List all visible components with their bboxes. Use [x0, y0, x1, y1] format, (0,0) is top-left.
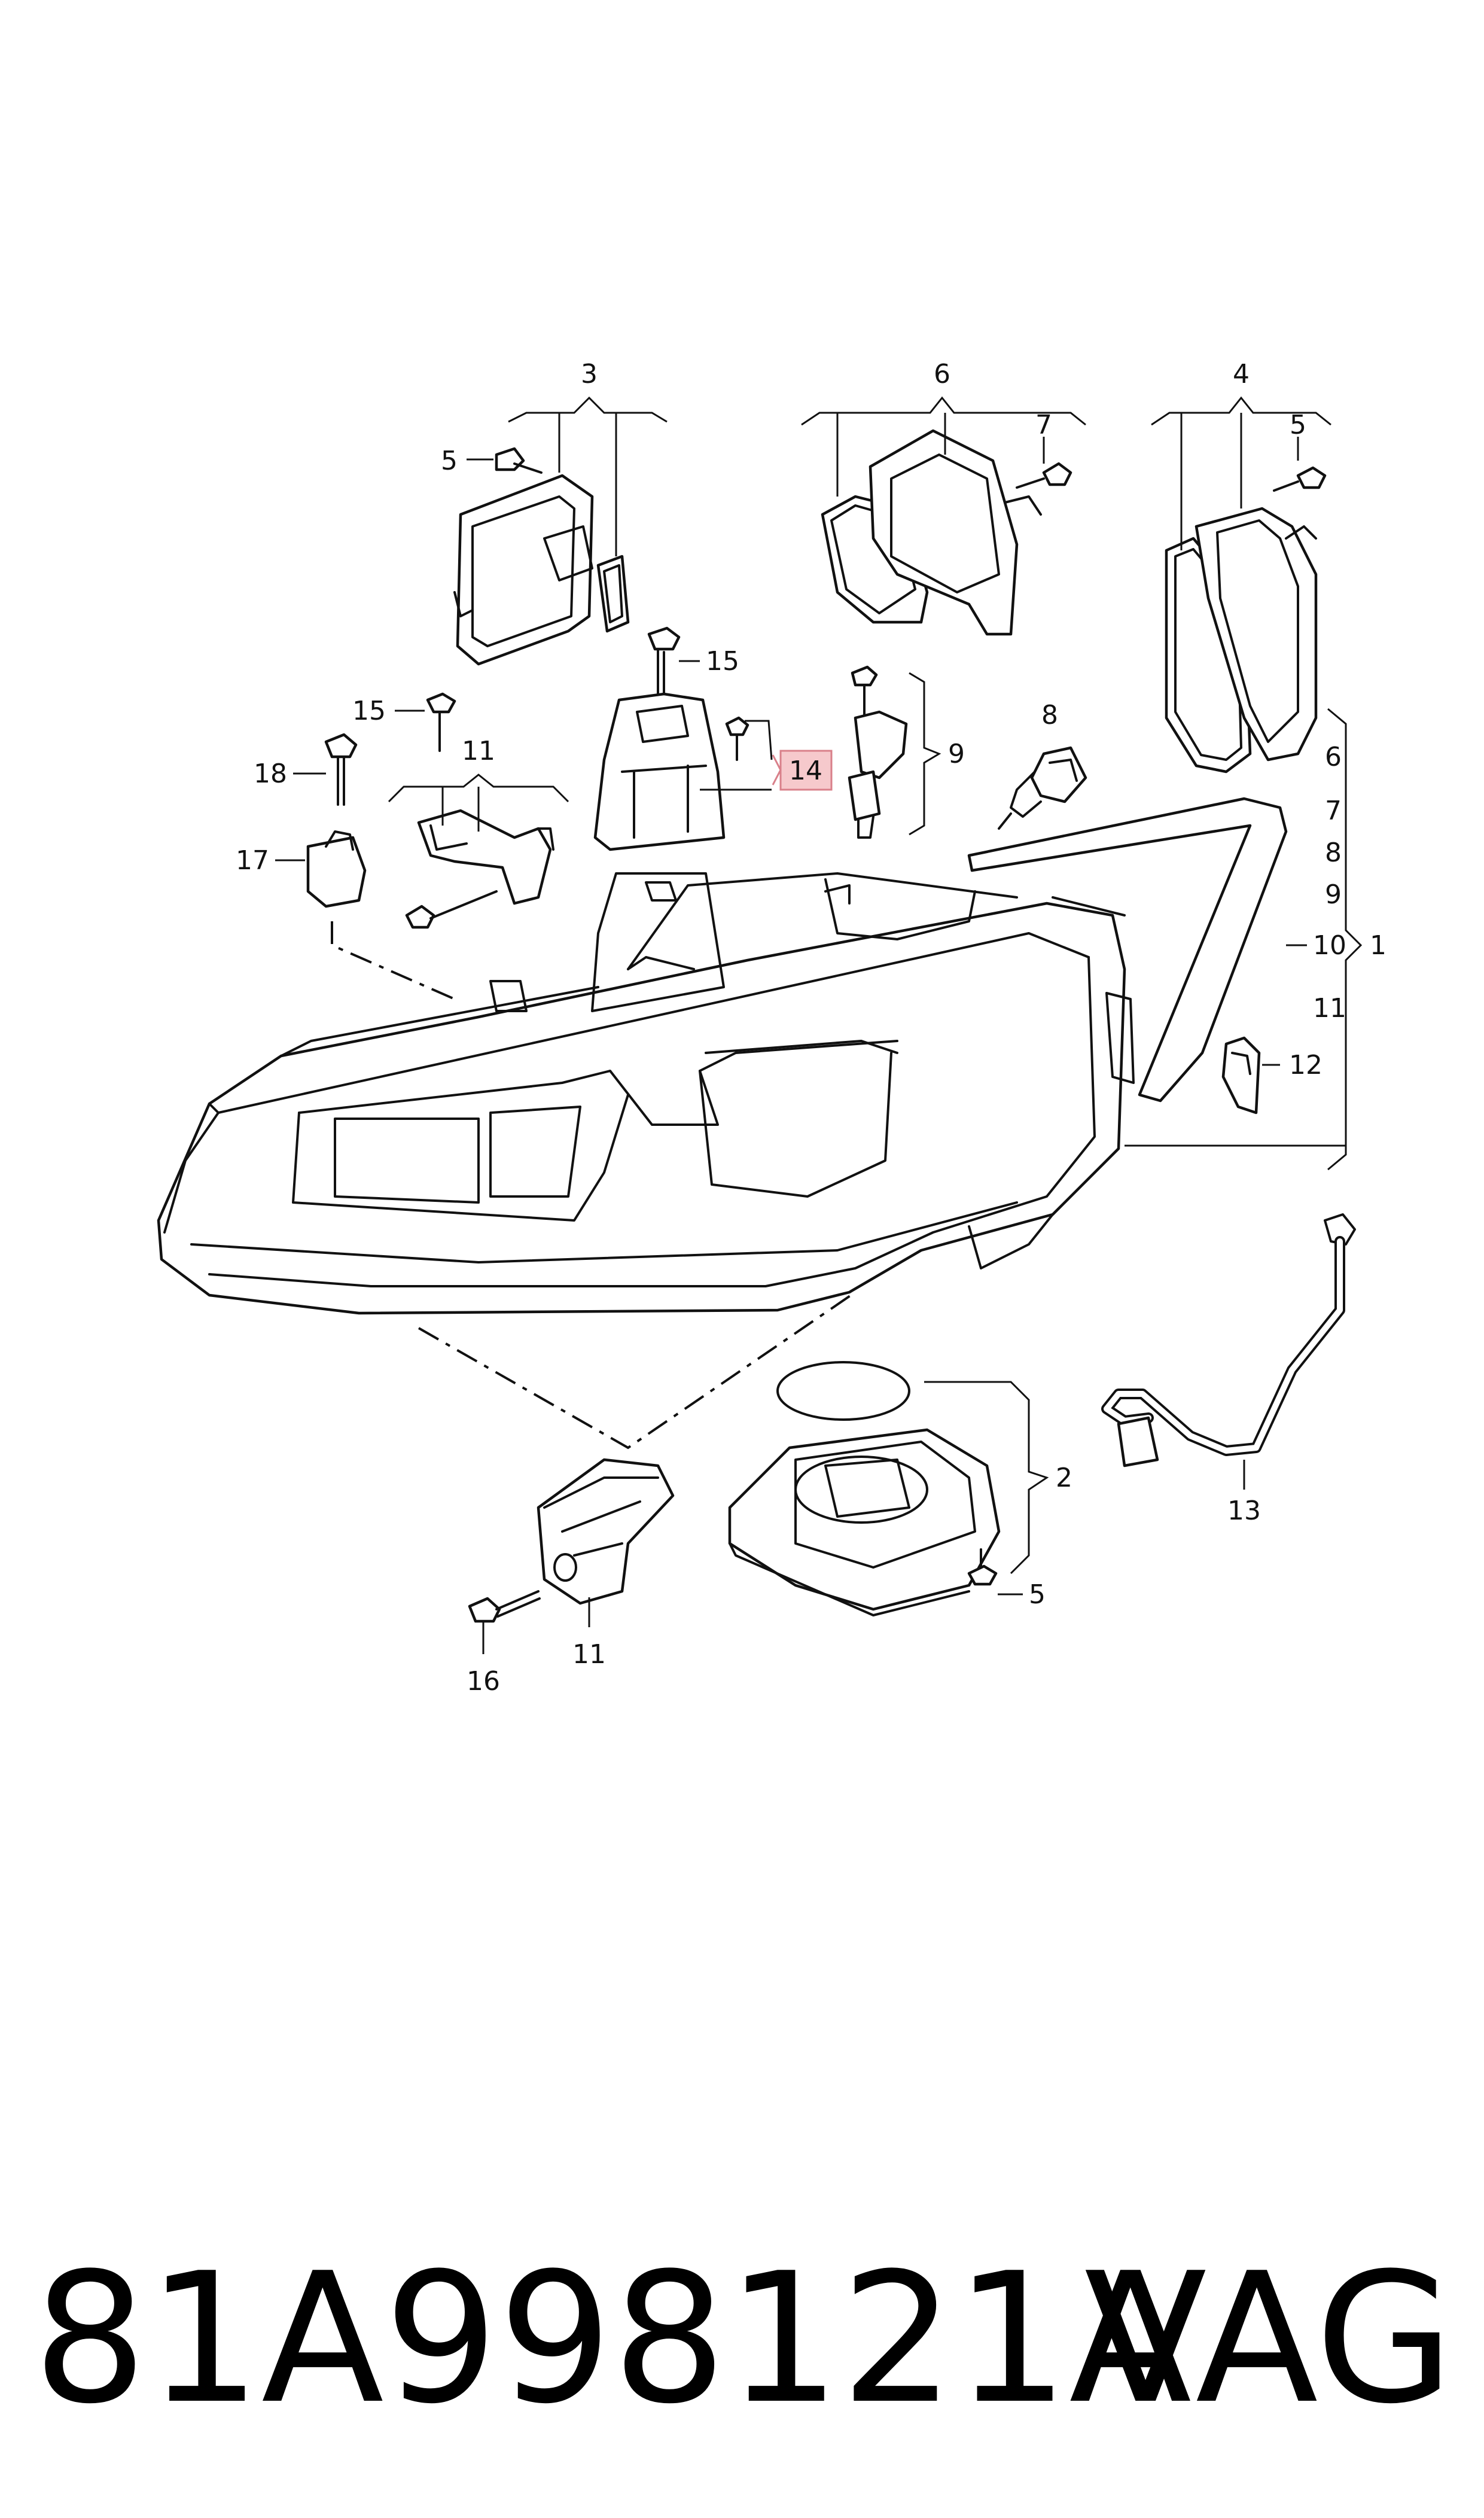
screw-14-small	[725, 716, 749, 761]
part-13-harness	[1101, 1213, 1356, 1490]
part-11-clamp-left	[417, 809, 554, 905]
callout-14: 14	[789, 756, 822, 786]
callout-9: 9	[1325, 879, 1342, 910]
callout-11: 11	[462, 736, 495, 766]
callout-8: 8	[1325, 838, 1342, 868]
callout-13: 13	[1227, 1496, 1261, 1526]
part-17-nut	[275, 830, 367, 908]
callout-2: 2	[1056, 1463, 1072, 1493]
part-2-ballast	[728, 1361, 1001, 1616]
bracket-9	[909, 672, 941, 836]
brand-name: VAG	[1084, 2234, 1454, 2443]
callout-9: 9	[948, 739, 965, 769]
part-16-bolt	[468, 1590, 541, 1654]
callout-1: 1	[1370, 930, 1387, 961]
group-brackets	[508, 396, 1363, 1171]
screw-11-left	[405, 890, 498, 929]
part-12-clip	[1221, 1036, 1280, 1115]
bracket-11-top	[388, 774, 569, 832]
callout-7: 7	[1035, 410, 1052, 440]
part-15-bolt-center	[647, 626, 700, 695]
callout-11: 11	[1313, 993, 1346, 1024]
callout-5: 5	[1029, 1579, 1046, 1610]
upper-mount-bracket	[593, 692, 726, 851]
part-6-bracket	[821, 429, 1042, 636]
callout-18: 18	[254, 759, 287, 789]
callout-6: 6	[1325, 742, 1342, 772]
part-8-bulb-socket	[998, 746, 1087, 830]
callout-11: 11	[572, 1639, 606, 1670]
callout-4: 4	[1233, 359, 1250, 389]
callout-17: 17	[236, 845, 269, 876]
callout-5: 5	[1290, 410, 1306, 440]
callout-14-group	[700, 720, 833, 791]
part-3-control-unit	[453, 474, 630, 666]
screw-7-top	[1016, 437, 1072, 489]
callout-10: 10	[1313, 930, 1346, 961]
assembly-dash-lines	[331, 921, 857, 1450]
callout-16: 16	[467, 1666, 500, 1697]
callout-8: 8	[1041, 700, 1058, 730]
screw-5-bottom	[967, 1548, 1023, 1596]
callout-7: 7	[1325, 796, 1342, 826]
callout-5: 5	[441, 446, 458, 476]
screw-5-top-right	[1273, 437, 1327, 492]
callout-15: 15	[706, 646, 739, 677]
screw-5-top-left	[467, 447, 543, 474]
part-number: 81A998121A	[33, 2234, 1192, 2443]
callout-15: 15	[352, 696, 386, 726]
callout-3: 3	[581, 359, 598, 389]
headlight-housing	[157, 872, 1135, 1315]
part-11-bracket-bottom	[537, 1458, 675, 1627]
bracket-2	[924, 1381, 1049, 1575]
footer: 81A998121A VAG	[0, 2249, 1484, 2429]
callout-labels: 3 5 6 7 4 5 15 15 11 18 17 14 9 8 6 7 8 …	[236, 359, 1387, 1697]
part-10-seal-strip	[967, 797, 1288, 1103]
part-18-bolt	[293, 733, 358, 806]
callout-6: 6	[934, 359, 950, 389]
part-9-actuator	[848, 665, 908, 839]
part-4-frame	[1165, 507, 1318, 774]
callout-12: 12	[1289, 1050, 1323, 1080]
part-15-bolt-left	[395, 692, 456, 752]
